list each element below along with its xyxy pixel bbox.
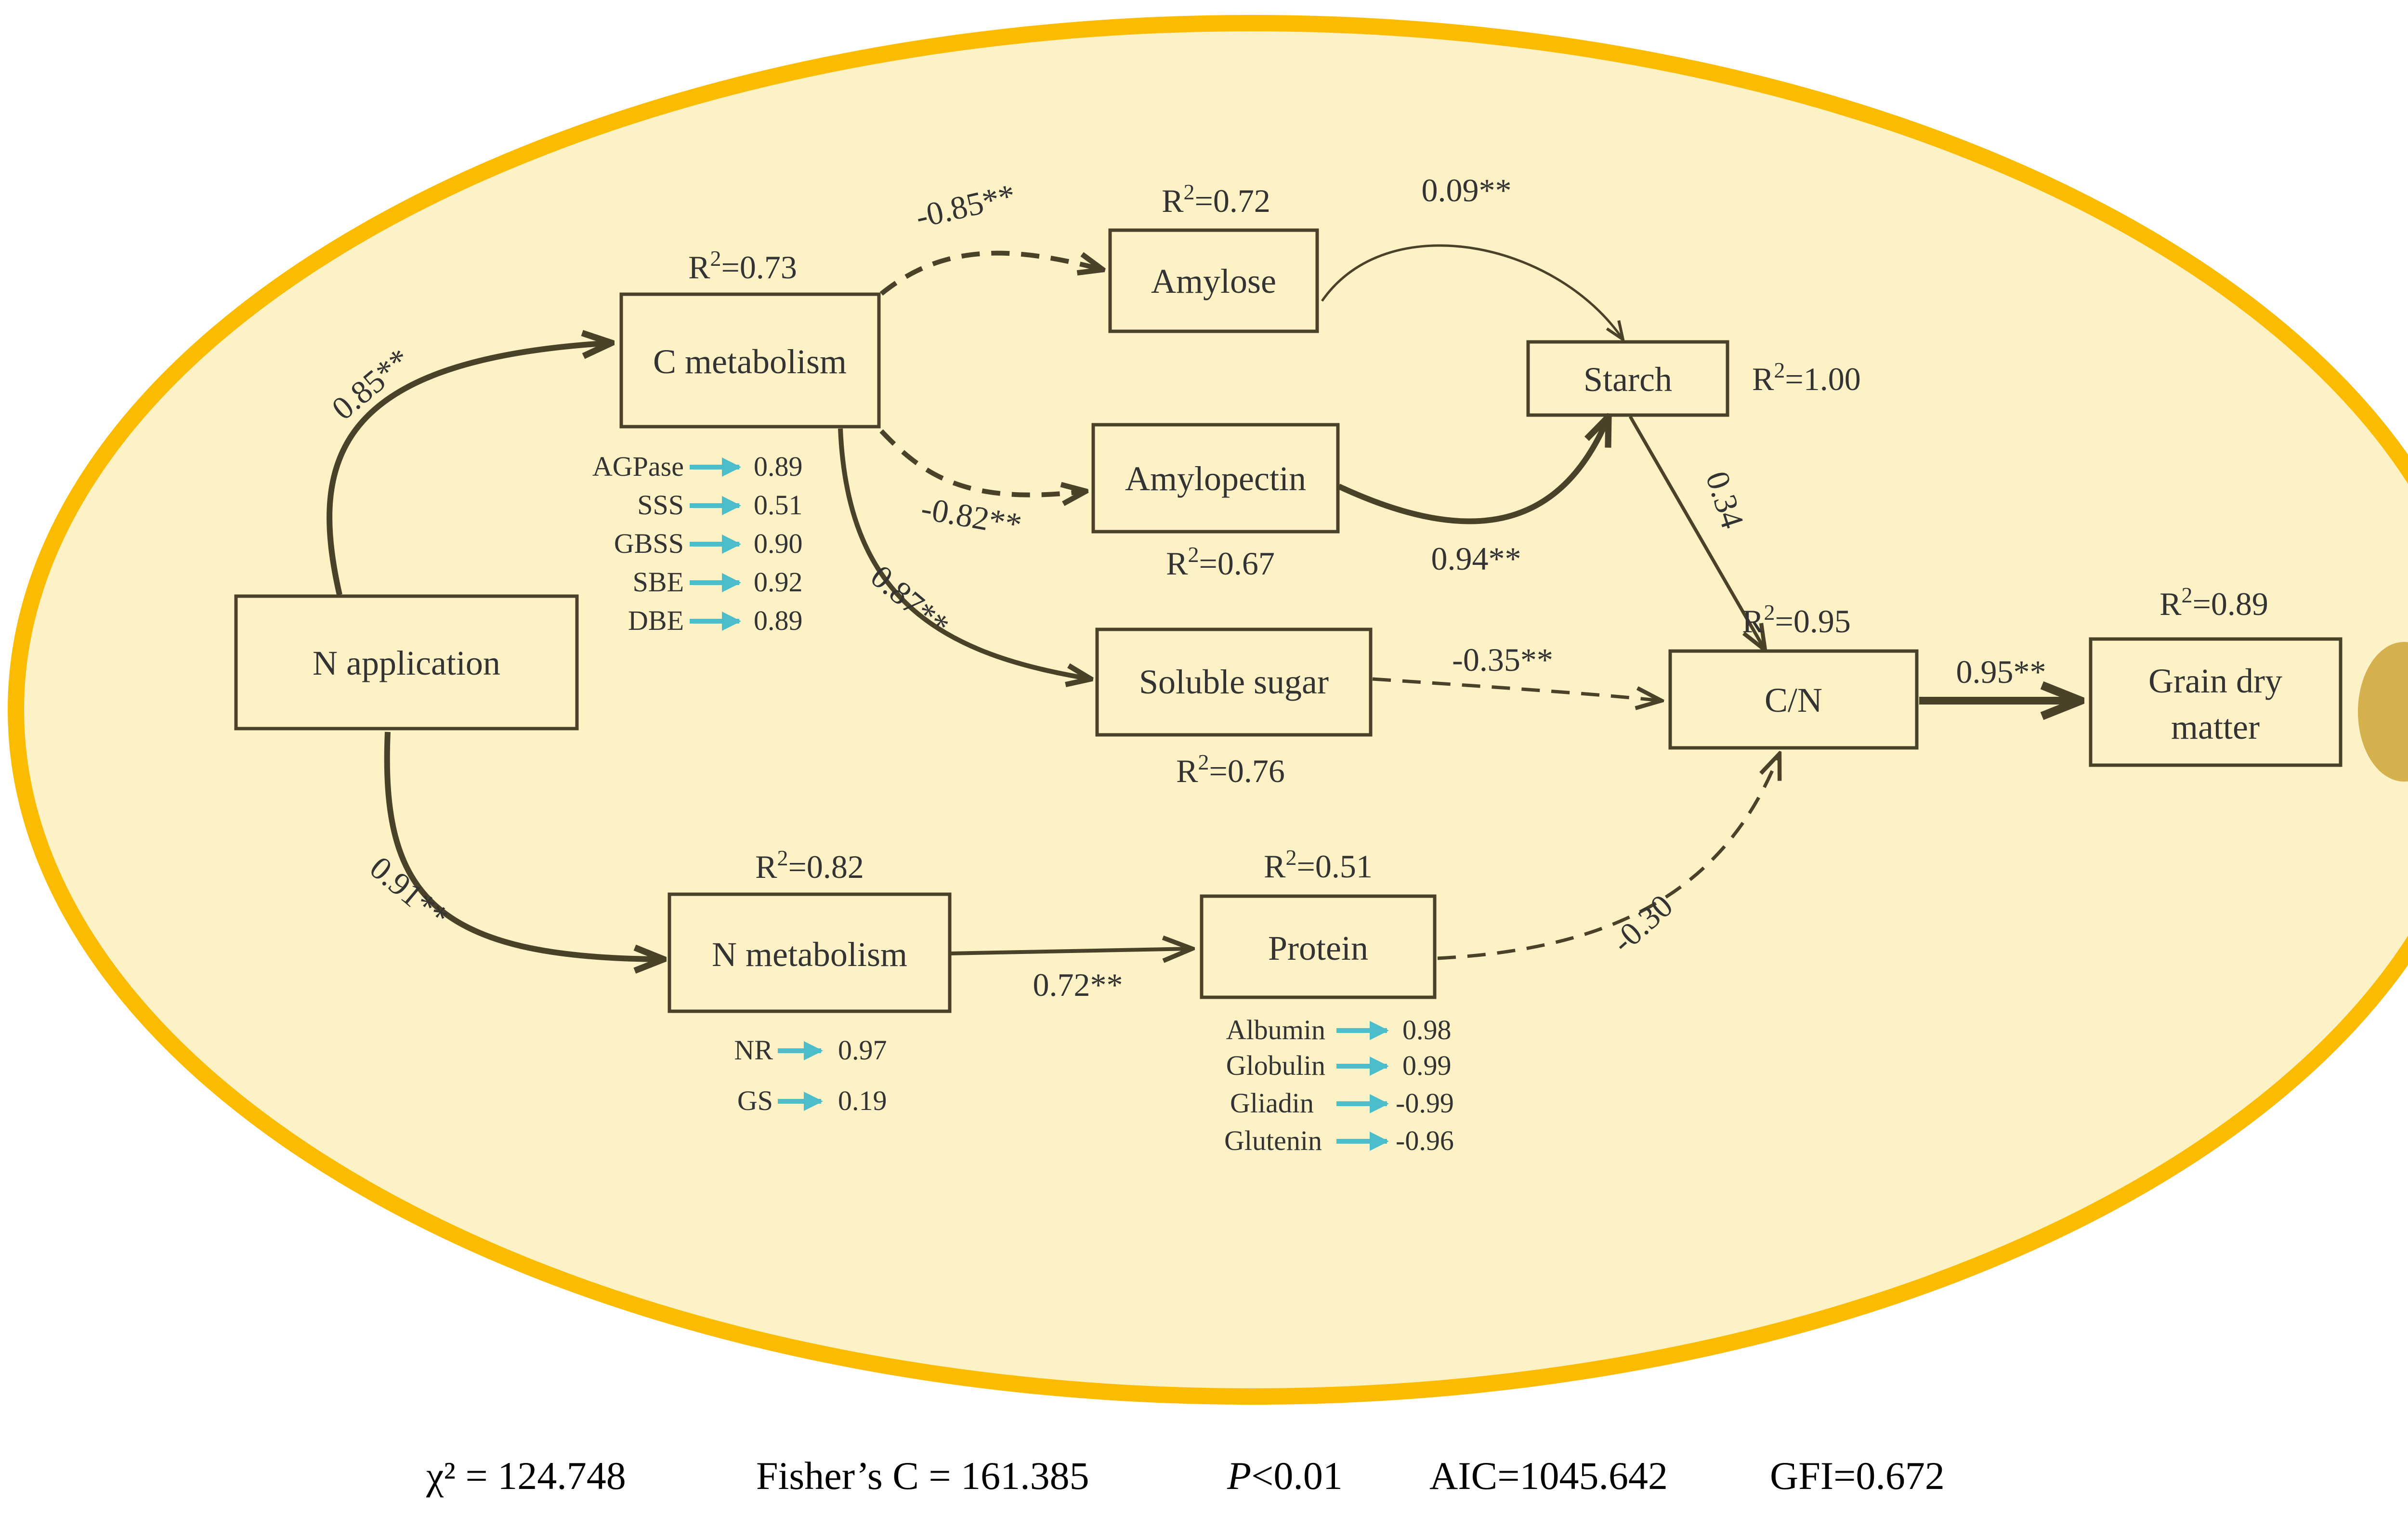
indicator-row: Gliadin -0.99 [1230, 1087, 1454, 1119]
indicator-name: DBE [628, 605, 684, 636]
path-napp-to-cmet [327, 343, 612, 596]
node-label-line2: matter [2171, 708, 2260, 746]
n-metabolism-indicators: NR 0.97 GS 0.19 [734, 1034, 887, 1116]
stat-p-value: P<0.01 [1227, 1454, 1343, 1498]
indicator-row: GS 0.19 [737, 1085, 887, 1116]
indicator-value: -0.96 [1396, 1125, 1454, 1156]
node-soluble-sugar: Soluble sugar [1095, 627, 1373, 737]
r2-amylopectin: R2=0.67 [1166, 542, 1275, 582]
indicator-value: -0.99 [1396, 1087, 1454, 1119]
indicator-value: 0.99 [1402, 1050, 1452, 1081]
coef-amylose-to-starch: 0.09** [1422, 172, 1512, 209]
indicator-value: 0.89 [754, 451, 803, 482]
r2-protein: R2=0.51 [1264, 845, 1373, 885]
path-cmet-to-amylose [879, 250, 1103, 296]
model-fit-statistics: χ² = 124.748 Fisher’s C = 161.385 P<0.01… [426, 1454, 1945, 1498]
coef-cn-to-grain: 0.95** [1956, 653, 2046, 690]
node-label: N metabolism [712, 935, 907, 974]
path-starch-to-cn [1628, 416, 1765, 650]
coef-sugar-to-cn: -0.35** [1452, 641, 1553, 678]
stat-aic: AIC=1045.642 [1429, 1454, 1668, 1498]
node-n-metabolism: N metabolism [667, 892, 952, 1013]
node-starch: Starch [1526, 340, 1729, 417]
node-amylose: Amylose [1108, 228, 1319, 333]
indicator-name: SBE [633, 566, 684, 598]
indicator-row: SSS 0.51 [637, 489, 802, 521]
node-c-metabolism: C metabolism [619, 292, 881, 429]
node-n-application: N application [234, 594, 579, 731]
decorative-oval [2358, 642, 2408, 782]
stat-fisher-c: Fisher’s C = 161.385 [756, 1454, 1089, 1498]
r2-cn: R2=0.95 [1742, 600, 1851, 640]
indicator-row: Albumin 0.98 [1226, 1014, 1452, 1045]
node-label: N application [313, 644, 500, 682]
indicator-name: Globulin [1226, 1050, 1325, 1081]
node-label: Protein [1268, 929, 1368, 967]
path-nmet-to-protein [949, 949, 1192, 953]
indicator-value: 0.97 [838, 1034, 887, 1066]
r2-soluble-sugar: R2=0.76 [1176, 750, 1285, 789]
background-ellipse [8, 15, 2408, 1405]
node-label-line1: Grain dry [2148, 662, 2282, 700]
indicator-name: SSS [637, 489, 684, 521]
indicator-value: 0.19 [838, 1085, 887, 1116]
node-label: C/N [1765, 681, 1822, 719]
indicator-row: DBE 0.89 [628, 605, 803, 636]
node-label: C metabolism [653, 342, 847, 381]
indicator-row: AGPase 0.89 [592, 451, 803, 482]
stat-chi-square: χ² = 124.748 [426, 1454, 626, 1498]
indicator-value: 0.92 [754, 566, 803, 598]
indicator-value: 0.90 [754, 528, 803, 559]
r2-c-metabolism: R2=0.73 [688, 246, 797, 286]
node-cn: C/N [1668, 649, 1919, 750]
stat-gfi: GFI=0.672 [1770, 1454, 1945, 1498]
node-label: Amylose [1151, 262, 1276, 300]
r2-grain: R2=0.89 [2159, 583, 2268, 622]
r2-amylose: R2=0.72 [1162, 180, 1270, 219]
indicator-row: Glutenin -0.96 [1224, 1125, 1454, 1156]
indicator-value: 0.51 [754, 489, 803, 521]
c-metabolism-indicators: AGPase 0.89 SSS 0.51 GBSS 0.90 SBE 0.92 … [592, 451, 803, 636]
path-amylopectin-to-starch [1337, 417, 1609, 524]
indicator-name: AGPase [592, 451, 684, 482]
path-amylose-to-starch [1321, 244, 1623, 339]
r2-starch: R2=1.00 [1752, 358, 1861, 397]
path-napp-to-nmet [384, 731, 664, 959]
node-label: Amylopectin [1125, 459, 1306, 498]
indicator-row: Globulin 0.99 [1226, 1050, 1452, 1081]
node-amylopectin: Amylopectin [1091, 423, 1340, 534]
coef-amylopectin-to-starch: 0.94** [1431, 540, 1521, 577]
node-protein: Protein [1200, 894, 1437, 999]
indicator-name: NR [734, 1034, 773, 1066]
indicator-value: 0.89 [754, 605, 803, 636]
indicator-row: SBE 0.92 [633, 566, 803, 598]
path-protein-to-cn [1437, 754, 1780, 960]
indicator-row: NR 0.97 [734, 1034, 887, 1066]
node-label: Soluble sugar [1139, 663, 1329, 701]
indicator-value: 0.98 [1402, 1014, 1452, 1045]
indicator-row: GBSS 0.90 [614, 528, 803, 559]
indicator-name: GBSS [614, 528, 684, 559]
path-cmet-to-sugar [838, 428, 1091, 679]
coef-nmet-to-protein: 0.72** [1033, 966, 1123, 1003]
indicator-name: Glutenin [1224, 1125, 1322, 1156]
node-grain-dry-matter: Grain dry matter [2089, 637, 2343, 767]
r2-n-metabolism: R2=0.82 [755, 846, 864, 885]
protein-indicators: Albumin 0.98 Globulin 0.99 Gliadin -0.99… [1224, 1014, 1454, 1156]
node-label: Starch [1584, 360, 1672, 399]
path-cmet-to-amylopectin [879, 429, 1086, 495]
indicator-name: Gliadin [1230, 1087, 1314, 1119]
indicator-name: GS [737, 1085, 773, 1116]
indicator-name: Albumin [1226, 1014, 1325, 1045]
